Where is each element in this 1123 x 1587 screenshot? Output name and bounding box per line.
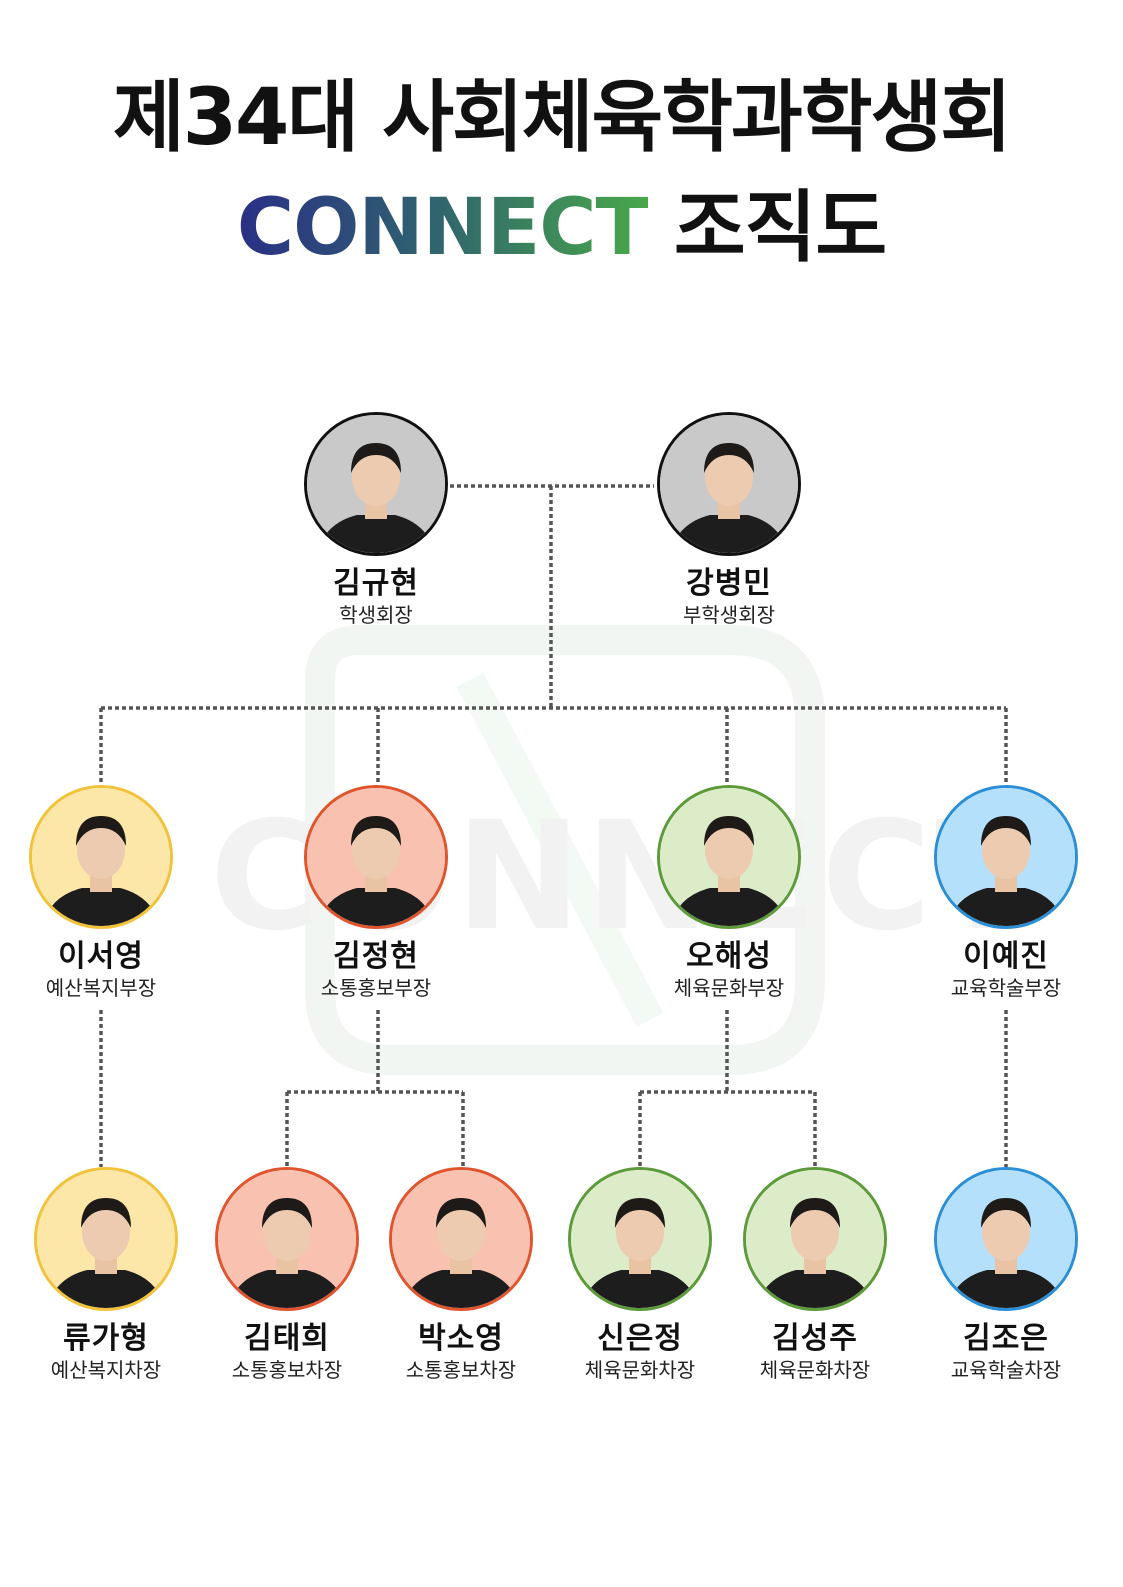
page-title: 제34대 사회체육학과학생회 (112, 73, 1012, 163)
person-photo-icon (746, 1170, 884, 1308)
member-role: 소통홍보차장 (405, 1358, 517, 1382)
member-role: 소통홍보부장 (320, 976, 432, 1000)
profile-photo (568, 1167, 712, 1311)
profile-photo (389, 1167, 533, 1311)
member-role: 소통홍보차장 (231, 1358, 343, 1382)
profile-photo (29, 785, 173, 929)
profile-photo (304, 412, 448, 556)
member-name: 오해성 (686, 939, 772, 974)
member-name: 김태희 (244, 1321, 330, 1356)
member-role: 교육학술차장 (950, 1358, 1062, 1382)
member-name: 김조은 (963, 1321, 1049, 1356)
member-role: 체육문화차장 (584, 1358, 696, 1382)
member-role: 체육문화부장 (673, 976, 785, 1000)
person-photo-icon (37, 1170, 175, 1308)
member-role: 부학생회장 (683, 603, 775, 627)
member-role: 체육문화차장 (759, 1358, 871, 1382)
profile-photo (657, 785, 801, 929)
member-role: 예산복지부장 (45, 976, 157, 1000)
profile-photo (215, 1167, 359, 1311)
person-photo-icon (392, 1170, 530, 1308)
member-role: 예산복지차장 (50, 1358, 162, 1382)
member-name: 이서영 (58, 939, 144, 974)
person-photo-icon (660, 788, 798, 926)
profile-photo (304, 785, 448, 929)
person-photo-icon (307, 415, 445, 553)
member-name: 김성주 (772, 1321, 858, 1356)
profile-photo (34, 1167, 178, 1311)
member-role: 학생회장 (339, 603, 413, 627)
person-photo-icon (937, 788, 1075, 926)
member-name: 이예진 (963, 939, 1049, 974)
profile-photo (934, 785, 1078, 929)
page-subtitle: CONNECT 조직도 (0, 178, 1123, 278)
member-name: 김규현 (333, 566, 419, 601)
person-photo-icon (32, 788, 170, 926)
profile-photo (934, 1167, 1078, 1311)
member-name: 류가형 (63, 1321, 149, 1356)
member-name: 박소영 (418, 1321, 504, 1356)
watermark-logo-icon (305, 625, 825, 1075)
subtitle-suffix: 조직도 (647, 183, 887, 273)
person-photo-icon (307, 788, 445, 926)
member-role: 교육학술부장 (950, 976, 1062, 1000)
member-name: 신은정 (597, 1321, 683, 1356)
member-name: 강병민 (686, 566, 772, 601)
person-photo-icon (937, 1170, 1075, 1308)
profile-photo (743, 1167, 887, 1311)
person-photo-icon (218, 1170, 356, 1308)
profile-photo (657, 412, 801, 556)
brand-name: CONNECT (236, 183, 649, 273)
person-photo-icon (571, 1170, 709, 1308)
person-photo-icon (660, 415, 798, 553)
member-name: 김정현 (333, 939, 419, 974)
